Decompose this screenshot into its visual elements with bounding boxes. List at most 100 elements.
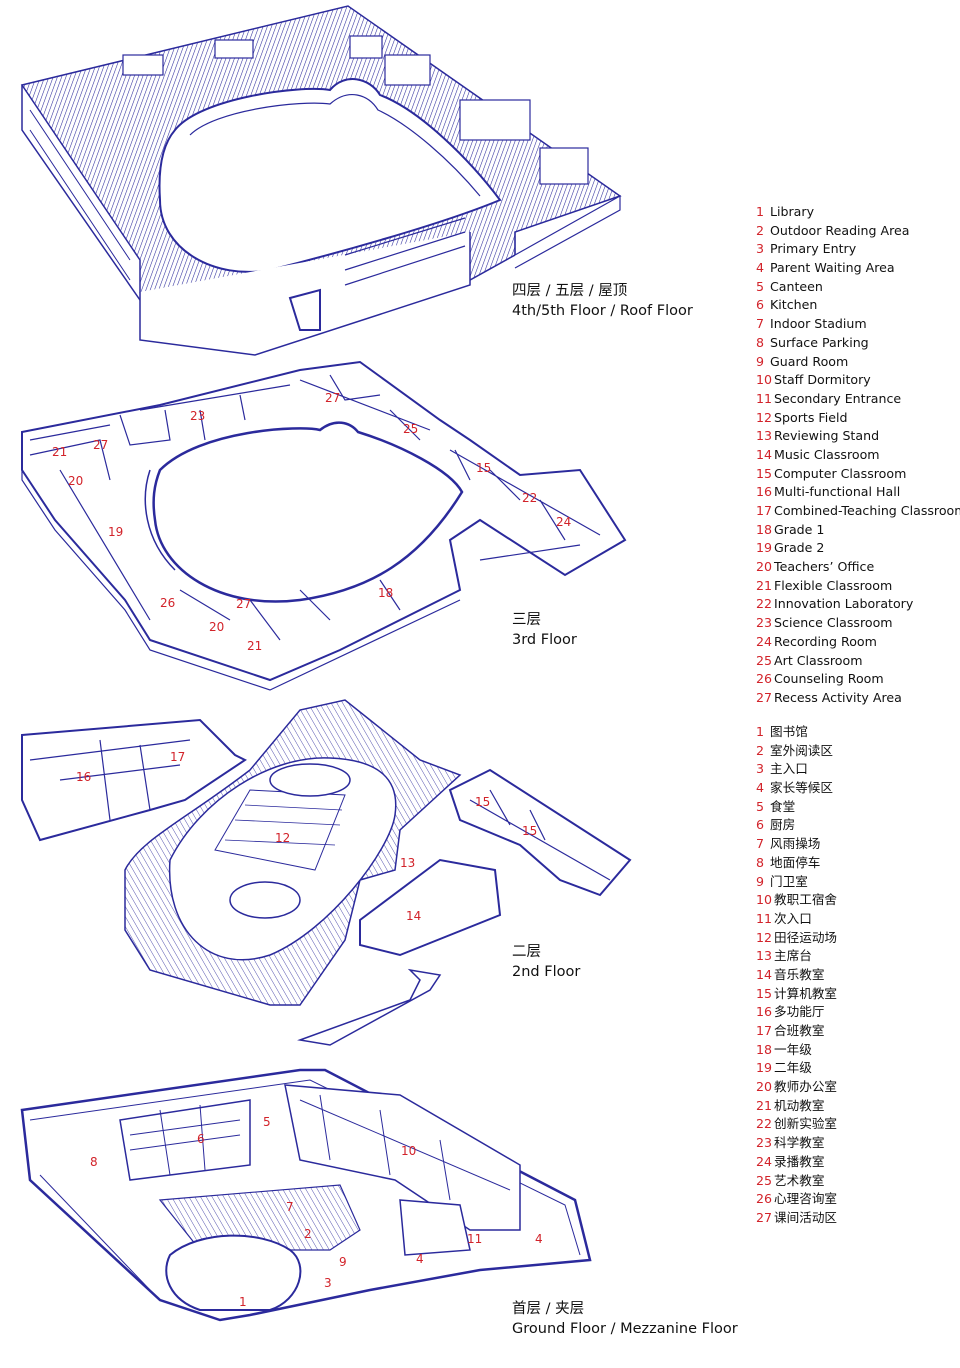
legend-number: 9 [756, 353, 765, 369]
legend-number: 23 [756, 1135, 773, 1151]
legend-label: 心理咨询室 [774, 1191, 837, 1207]
legend-label: Computer Classroom [774, 465, 907, 481]
floor-label-en: 2nd Floor [512, 964, 581, 980]
plan-tag: 26 [160, 596, 175, 610]
plan-tag: 15 [522, 824, 537, 838]
plan-tag: 27 [325, 391, 340, 405]
plan-tag: 20 [209, 620, 224, 634]
legend-number: 4 [756, 260, 765, 276]
legend-number: 20 [756, 559, 773, 575]
legend-number: 27 [756, 1209, 773, 1225]
legend-label: Reviewing Stand [774, 428, 880, 444]
plan-tag: 17 [170, 750, 185, 764]
legend-number: 22 [756, 596, 773, 612]
plan-tag: 10 [401, 1144, 416, 1158]
floor-label-en: 3rd Floor [512, 632, 577, 648]
plan-tag: 21 [247, 639, 262, 653]
legend-number: 23 [756, 615, 773, 631]
legend-label: 计算机教室 [774, 985, 837, 1001]
floor-label-cn: 二层 [512, 944, 541, 960]
legend-number: 4 [756, 780, 765, 796]
legend-number: 27 [756, 689, 773, 705]
plan-tag: 27 [236, 597, 251, 611]
legend-label: Parent Waiting Area [770, 260, 895, 276]
legend-number: 25 [756, 652, 773, 668]
legend-label: 田径运动场 [774, 929, 837, 945]
floor-label-en: Ground Floor / Mezzanine Floor [512, 1321, 738, 1337]
legend-number: 8 [756, 334, 765, 350]
floor-label-cn: 首层 / 夹层 [512, 1301, 585, 1317]
second-floor-drawing [21, 699, 632, 1046]
plan-tag: 19 [108, 525, 123, 539]
legend-number: 17 [756, 1023, 773, 1038]
legend-label: 艺术教室 [774, 1172, 825, 1188]
legend-label: Art Classroom [774, 652, 863, 668]
legend-number: 24 [756, 633, 773, 649]
plan-tag: 2 [304, 1227, 312, 1241]
legend-number: 18 [756, 521, 773, 537]
plan-tag: 14 [406, 909, 421, 923]
legend-number: 16 [756, 484, 773, 500]
legend-label: Guard Room [770, 353, 849, 369]
floor-label-cn: 四层 / 五层 / 屋顶 [512, 283, 628, 299]
legend-label: 创新实验室 [774, 1116, 837, 1132]
legend-number: 1 [756, 724, 765, 739]
legend-number: 8 [756, 854, 765, 870]
plan-tag: 3 [324, 1276, 332, 1290]
legend-item: 9 Guard Room [756, 353, 960, 372]
legend-number: 10 [756, 372, 773, 388]
legend-number: 7 [756, 316, 765, 332]
legend-label: Music Classroom [774, 446, 880, 462]
legend-number: 22 [756, 1116, 773, 1132]
legend-item: 4 家长等候区 [756, 779, 837, 798]
legend-label: 教职工宿舍 [774, 892, 837, 908]
legend-label: Counseling Room [774, 671, 884, 687]
plan-tag: 15 [476, 461, 491, 475]
roof-floor-drawing [20, 5, 622, 356]
legend-label: 家长等候区 [770, 780, 833, 796]
legend-number: 11 [756, 910, 773, 926]
legend-number: 15 [756, 465, 773, 481]
legend-number: 5 [756, 278, 765, 294]
legend-number: 18 [756, 1041, 773, 1057]
legend-label: Multi-functional Hall [774, 484, 901, 500]
legend-number: 14 [756, 966, 773, 982]
legend-item: 4 Parent Waiting Area [756, 259, 960, 278]
legend-number: 3 [756, 241, 765, 257]
legend-label: 一年级 [774, 1041, 812, 1057]
legend-label: 主入口 [770, 761, 808, 777]
legend-label: 厨房 [770, 817, 796, 833]
legend-label: Grade 2 [774, 540, 825, 556]
legend-label: Innovation Laboratory [774, 596, 914, 612]
legend-number: 26 [756, 671, 773, 687]
legend-number: 21 [756, 577, 773, 593]
legend-number: 10 [756, 892, 773, 908]
legend-label: 门卫室 [770, 873, 808, 889]
